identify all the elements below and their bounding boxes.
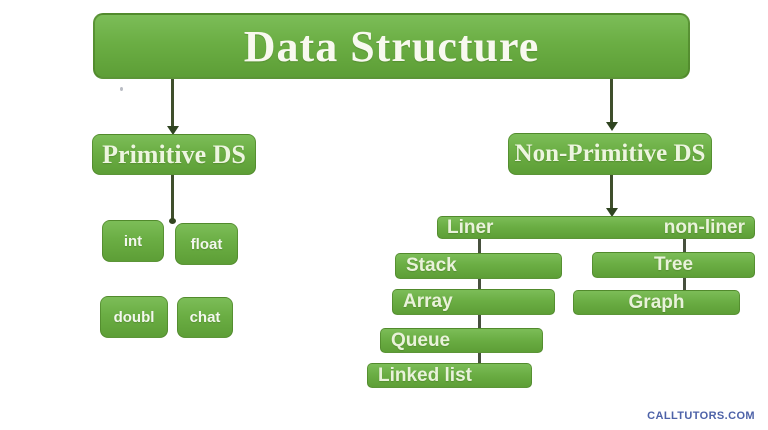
node-non-primitive-ds-label: Non-Primitive DS	[514, 140, 706, 167]
node-tree-label: Tree	[653, 254, 694, 275]
node-primitive-ds: Primitive DS	[92, 134, 256, 175]
node-queue: Queue	[380, 328, 543, 353]
node-int: int	[102, 220, 164, 262]
arrowhead-primitive-icon	[167, 126, 179, 135]
root-node-data-structure: Data Structure	[93, 13, 690, 79]
node-queue-label: Queue	[391, 329, 451, 351]
node-float: float	[175, 223, 238, 265]
speck-artifact	[120, 87, 123, 91]
connector-primitive-children	[171, 175, 174, 221]
watermark-calltutors: CALLTUTORS.COM	[647, 410, 755, 422]
node-array: Array	[392, 289, 555, 315]
node-liner-label: Liner	[447, 216, 494, 238]
node-float-label: float	[190, 235, 223, 253]
connector-root-primitive	[171, 79, 174, 127]
arrowhead-nonprimitive-icon	[606, 122, 618, 131]
node-linked-list: Linked list	[367, 363, 532, 388]
root-node-label: Data Structure	[243, 21, 540, 71]
node-linked-list-label: Linked list	[378, 364, 472, 386]
node-graph: Graph	[573, 290, 740, 315]
connector-root-nonprimitive	[610, 79, 613, 124]
node-tree: Tree	[592, 252, 755, 278]
node-non-primitive-ds: Non-Primitive DS	[508, 133, 712, 175]
node-doubl: doubl	[100, 296, 168, 338]
node-nonliner-label: non-liner	[663, 216, 745, 238]
connector-end-dot	[169, 218, 176, 224]
node-stack: Stack	[395, 253, 562, 279]
node-chat-label: chat	[189, 309, 221, 326]
node-chat: chat	[177, 297, 233, 338]
node-int-label: int	[123, 232, 143, 250]
connector-nonprimitive-bar	[610, 175, 613, 210]
node-graph-label: Graph	[628, 291, 685, 313]
node-array-label: Array	[403, 291, 453, 312]
arrowhead-bar-icon	[606, 208, 618, 217]
node-doubl-label: doubl	[113, 308, 155, 326]
node-stack-label: Stack	[406, 255, 457, 276]
node-liner-nonliner-bar: Liner non-liner	[437, 216, 755, 239]
node-primitive-ds-label: Primitive DS	[102, 139, 246, 169]
